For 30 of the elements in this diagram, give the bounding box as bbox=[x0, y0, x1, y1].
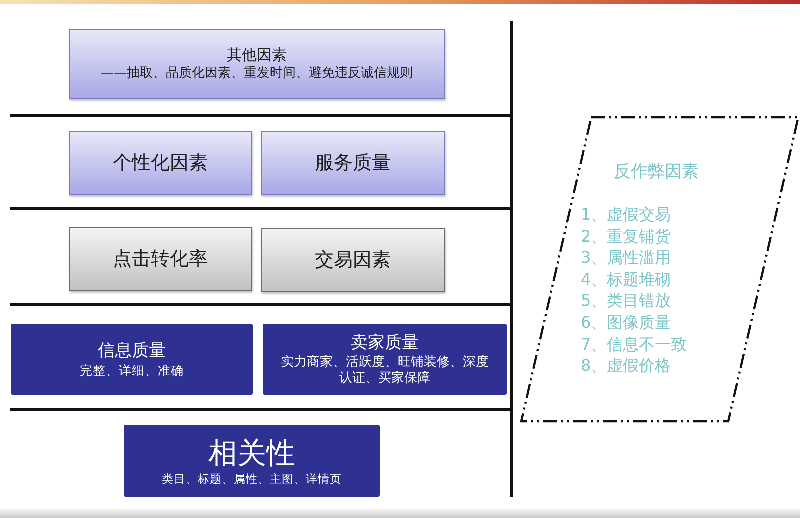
box-title: 卖家质量 bbox=[351, 332, 419, 354]
list-item: 7、信息不一致 bbox=[581, 334, 688, 356]
list-item: 4、标题堆砌 bbox=[581, 268, 672, 290]
box-subtitle: 类目、标题、属性、主图、详情页 bbox=[162, 472, 342, 486]
list-item: 3、属性滥用 bbox=[581, 247, 672, 269]
list-item: 8、虚假价格 bbox=[581, 355, 672, 377]
factor-box bbox=[263, 324, 507, 395]
box-label: 个性化因素 bbox=[113, 152, 208, 174]
factor-box bbox=[124, 425, 380, 497]
factor-box bbox=[69, 131, 252, 195]
box-title: 信息质量 bbox=[98, 340, 166, 362]
box-title: 其他因素 bbox=[227, 46, 287, 64]
panel-heading: 反作弊因素 bbox=[614, 162, 699, 184]
factor-box bbox=[69, 29, 445, 99]
box-subtitle: ——抽取、品质化因素、重发时间、避免违反诚信规则 bbox=[101, 66, 413, 82]
list-item: 1、虚假交易 bbox=[581, 204, 672, 226]
list-item: 2、重复铺货 bbox=[581, 226, 672, 248]
box-label: 点击转化率 bbox=[113, 248, 208, 270]
box-label: 服务质量 bbox=[315, 152, 391, 174]
list-item: 6、图像质量 bbox=[581, 312, 672, 334]
box-subtitle: 完整、详细、准确 bbox=[80, 363, 184, 378]
box-label: 交易因素 bbox=[315, 248, 391, 272]
factor-box bbox=[261, 228, 445, 292]
box-title: 相关性 bbox=[208, 436, 296, 470]
box-subtitle: 实力商家、活跃度、旺铺装修、深度认证、买家保障 bbox=[280, 355, 490, 386]
factor-box bbox=[69, 227, 252, 291]
list-item: 5、类目错放 bbox=[581, 290, 672, 312]
factor-box bbox=[261, 131, 445, 195]
dash-dot-parallelogram bbox=[520, 116, 800, 423]
factor-box bbox=[11, 324, 253, 395]
